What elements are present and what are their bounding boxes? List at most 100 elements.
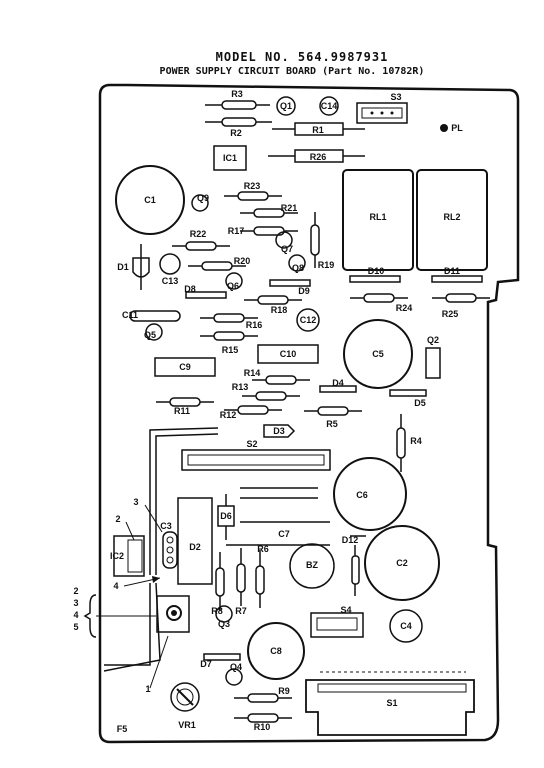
pl-pad	[440, 124, 448, 132]
label-d11: D11	[444, 266, 460, 276]
diode-d2	[177, 497, 213, 585]
capacitor-c2	[364, 525, 440, 601]
relay-rl2	[416, 169, 488, 271]
label-r8: R8	[211, 606, 223, 616]
label-r20: R20	[234, 256, 251, 266]
c14	[319, 96, 339, 116]
relay-rl1	[342, 169, 414, 271]
connector-s4	[310, 612, 364, 638]
label-r24: R24	[396, 303, 413, 313]
resistor-r2	[221, 117, 257, 127]
label-r7: R7	[235, 606, 247, 616]
label-d7: D7	[200, 659, 212, 669]
model-number: MODEL NO. 564.9987931	[215, 50, 389, 64]
label-r12: R12	[220, 410, 237, 420]
label-r18: R18	[271, 305, 288, 315]
label-r25: R25	[442, 309, 459, 319]
label-ic1: IC1	[223, 153, 237, 163]
label-c5: C5	[372, 349, 384, 359]
label-q3: Q3	[218, 619, 230, 629]
label-r13: R13	[232, 382, 249, 392]
label-d12: D12	[342, 535, 359, 545]
label-r22: R22	[190, 229, 207, 239]
capacitor-c5	[343, 319, 413, 389]
label-q1: Q1	[280, 101, 292, 111]
label-c9: C9	[179, 362, 191, 372]
label-q7: Q7	[281, 244, 293, 254]
label-c3: C3	[160, 521, 172, 531]
label-s3: S3	[390, 92, 401, 102]
c10	[257, 344, 319, 364]
label-r14: R14	[244, 368, 261, 378]
label-r15: R15	[222, 345, 239, 355]
label-d8: D8	[184, 284, 196, 294]
c9	[154, 357, 216, 377]
label-rl1: RL1	[369, 212, 386, 222]
vr1	[170, 682, 200, 712]
label-r5: R5	[326, 419, 338, 429]
capacitor-c6	[333, 457, 407, 531]
ic2	[113, 535, 145, 577]
q2	[425, 347, 441, 379]
label-r26: R26	[310, 152, 327, 162]
label-r2: R2	[230, 128, 242, 138]
label-k2: 2	[73, 586, 78, 596]
label-q6: Q6	[227, 281, 239, 291]
label-r19: R19	[318, 260, 335, 270]
label-r3: R3	[231, 89, 243, 99]
diode-d1	[132, 244, 150, 290]
label-c7: C7	[278, 529, 290, 539]
connector-s1	[305, 679, 475, 736]
label-d9: D9	[298, 286, 310, 296]
label-k3: 3	[73, 598, 78, 608]
ic1	[213, 145, 247, 171]
q1	[276, 96, 296, 116]
c3	[162, 531, 178, 569]
label-d2: D2	[189, 542, 201, 552]
label-n1: 1	[145, 684, 150, 694]
label-q2: Q2	[427, 335, 439, 345]
label-c1: C1	[144, 195, 156, 205]
label-r6: R6	[257, 544, 269, 554]
label-d3: D3	[273, 426, 285, 436]
board-title: POWER SUPPLY CIRCUIT BOARD (Part No. 107…	[159, 66, 425, 77]
label-r4: R4	[410, 436, 422, 446]
label-d1: D1	[117, 262, 129, 272]
label-r21: R21	[281, 203, 298, 213]
label-r1: R1	[312, 125, 324, 135]
label-c11: C11	[122, 310, 138, 320]
label-k4: 4	[73, 610, 78, 620]
buzzer-bz	[289, 543, 335, 589]
connector-s2	[181, 449, 331, 471]
capacitor-c1	[115, 165, 185, 235]
label-pl: PL	[451, 123, 463, 133]
label-s4: S4	[340, 605, 351, 615]
board-outline	[98, 83, 520, 744]
label-q4: Q4	[230, 662, 242, 672]
label-s2: S2	[246, 439, 257, 449]
label-c6: C6	[356, 490, 368, 500]
label-d10: D10	[368, 266, 385, 276]
label-r10: R10	[254, 722, 271, 732]
label-n3: 3	[133, 497, 138, 507]
label-q5: Q5	[144, 330, 156, 340]
label-c13: C13	[162, 276, 179, 286]
label-bz: BZ	[306, 560, 318, 570]
label-r17: R17	[228, 226, 245, 236]
label-r9: R9	[278, 686, 290, 696]
label-q9: Q9	[197, 193, 209, 203]
label-c2: C2	[396, 558, 408, 568]
label-q8: Q8	[292, 263, 304, 273]
label-r23: R23	[244, 181, 261, 191]
label-f5: F5	[117, 724, 128, 734]
label-d4: D4	[332, 378, 344, 388]
capacitor-c8	[247, 622, 305, 680]
resistor-r3	[221, 100, 257, 110]
label-c12: C12	[300, 315, 317, 325]
label-c10: C10	[280, 349, 297, 359]
label-rl2: RL2	[443, 212, 460, 222]
label-c8: C8	[270, 646, 282, 656]
label-vr1: VR1	[178, 720, 196, 730]
label-d5: D5	[414, 398, 426, 408]
